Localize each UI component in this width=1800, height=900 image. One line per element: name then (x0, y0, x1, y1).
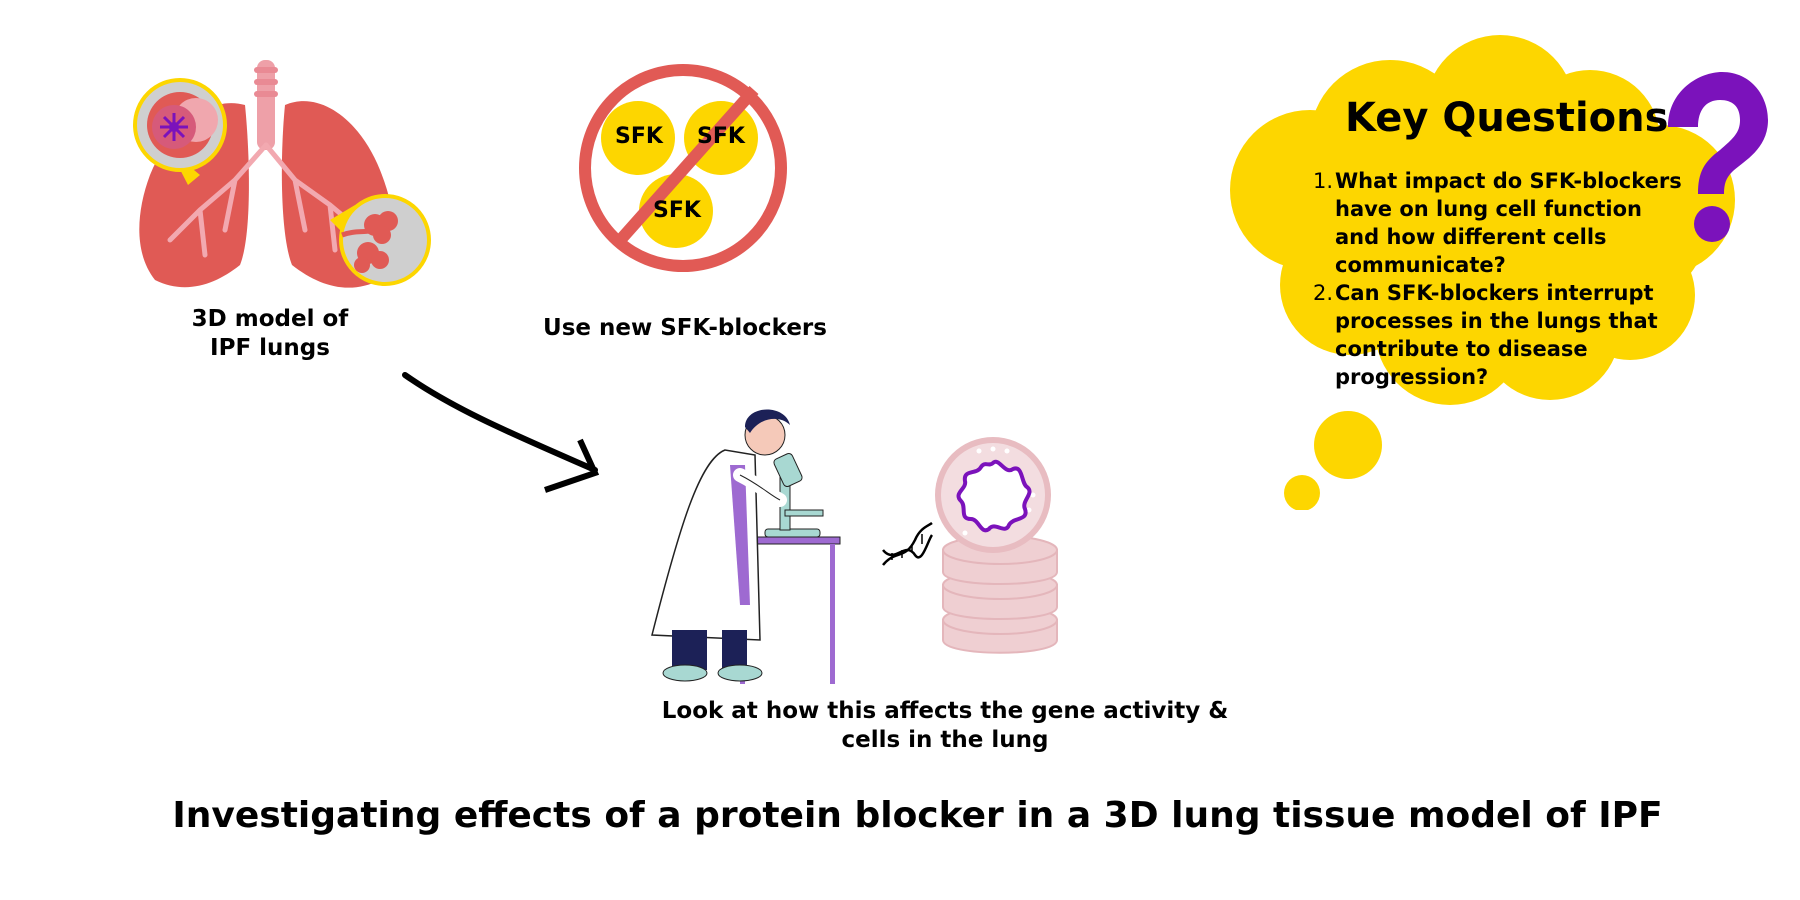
sfk-badge-3: SFK (653, 198, 701, 223)
scientist-microscope-icon (651, 409, 841, 684)
key-questions-title: Key Questions (1345, 95, 1669, 141)
key-question-item: 1. What impact do SFK-blockers have on l… (1313, 167, 1693, 279)
organoid-dish-icon (935, 437, 1058, 654)
question-number: 1. (1313, 169, 1334, 193)
lab-caption: Look at how this affects the gene activi… (661, 698, 1229, 753)
no-sign-icon (579, 64, 787, 272)
arrow-icon (402, 372, 600, 493)
sfk-blocker-illustration (573, 58, 793, 278)
lungs-illustration (130, 55, 440, 295)
question-mark-icon (1668, 72, 1768, 242)
lungs-caption: 3D model of IPF lungs (191, 306, 349, 361)
key-question-item: 2. Can SFK-blockers interrupt processes … (1313, 279, 1693, 391)
scientist-illustration (640, 405, 870, 690)
question-text: Can SFK-blockers interrupt processes in … (1335, 281, 1658, 389)
question-number: 2. (1313, 281, 1334, 305)
sfk-badge-1: SFK (615, 124, 663, 149)
tissue-model-illustration (935, 435, 1065, 660)
lungs-icon (133, 60, 431, 288)
dna-icon (882, 521, 934, 566)
blocker-caption: Use new SFK-blockers (543, 315, 827, 341)
diagram-title: Investigating effects of a protein block… (172, 795, 1663, 836)
question-text: What impact do SFK-blockers have on lung… (1335, 169, 1682, 277)
sfk-badge-2: SFK (697, 124, 745, 149)
key-questions-list: 1. What impact do SFK-blockers have on l… (1313, 167, 1693, 391)
thought-bubble (1230, 35, 1735, 510)
